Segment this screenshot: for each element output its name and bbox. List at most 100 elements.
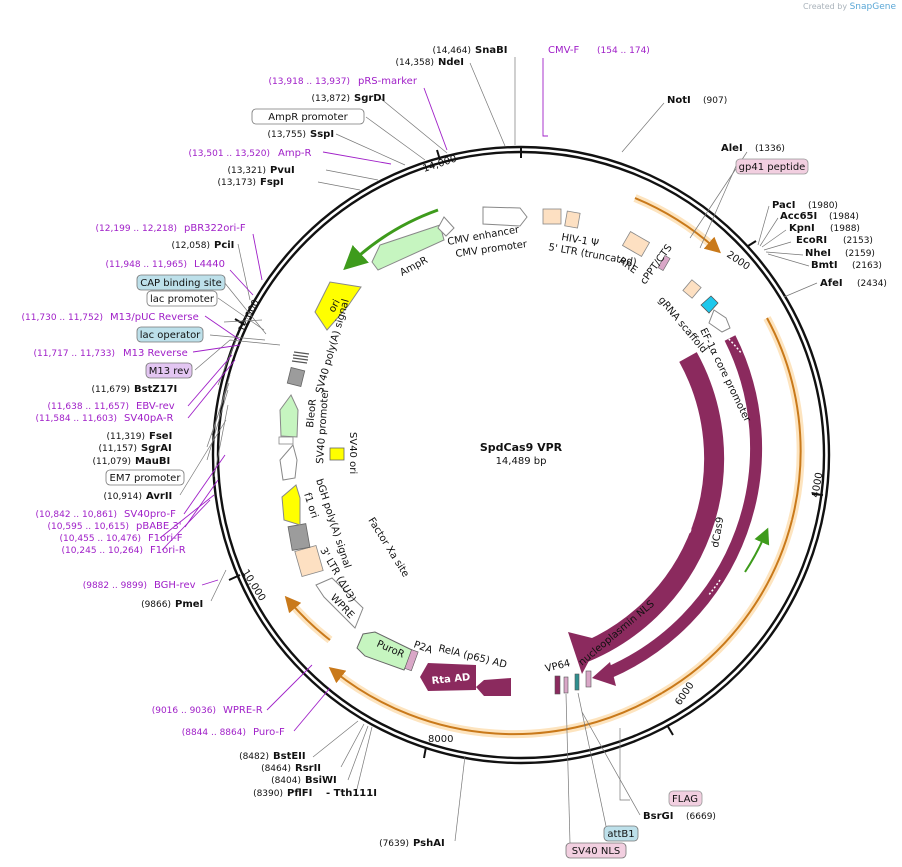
feat-ori: ori [327,298,343,315]
svg-text:(11,730 .. 11,752): (11,730 .. 11,752) [22,313,103,323]
box-cap-binding-site: CAP binding site [136,274,226,291]
site-bsteii: (8482) BstEII [239,751,306,762]
ampr-arrow [371,224,445,271]
primer-sv40pro-f: (10,842 .. 10,861) SV40pro-F [36,509,177,520]
svg-text:(2159): (2159) [845,249,875,259]
dcas9-dash-bottom [707,579,721,597]
green-arrow-ampr [343,208,439,271]
svg-text:(1984): (1984) [829,212,859,222]
vp64-box [554,675,561,695]
feat-f1ori: f1 ori [301,492,320,520]
box-lac-operator: lac operator [136,326,204,343]
svg-text:BstZ17I: BstZ17I [134,384,177,395]
feat-factor-xa: Factor Xa site [365,516,410,580]
site-alei: AleI (1336) [721,143,785,154]
svg-text:SgrDI: SgrDI [354,93,385,104]
primer-m13-puc-reverse: (11,730 .. 11,752) M13/pUC Reverse [22,312,199,323]
wpre-arrow [315,577,364,629]
svg-text:SV40 NLS: SV40 NLS [572,846,621,857]
svg-text:AmpR promoter: AmpR promoter [268,112,348,123]
svg-text:PshAI: PshAI [413,838,445,849]
svg-text:(11,679): (11,679) [91,385,130,395]
svg-text:SspI: SspI [310,129,334,140]
svg-text:pBR322ori-F: pBR322ori-F [184,223,246,234]
primer-amp-r: (13,501 .. 13,520) Amp-R [189,148,312,159]
box-gp41: gp41 peptide [699,158,809,249]
svg-text:FseI: FseI [149,431,172,442]
brand-prefix: Created by [803,2,848,11]
svg-text:NdeI: NdeI [438,57,464,68]
svg-text:(9882 .. 9899): (9882 .. 9899) [83,581,147,591]
rela-arrow [476,678,511,696]
svg-text:(8844 .. 8864): (8844 .. 8864) [182,728,246,738]
svg-text:gp41 peptide: gp41 peptide [739,162,806,173]
svg-text:(11,319): (11,319) [106,432,145,442]
sv40pa-box [286,367,306,387]
primer-l4440: (11,948 .. 11,965) L4440 [106,259,225,270]
svg-text:Amp-R: Amp-R [278,148,312,159]
svg-text:AleI: AleI [721,143,743,154]
site-kpni: KpnI (1988) [789,223,860,234]
svg-text:- Tth111I: - Tth111I [326,788,377,799]
svg-text:M13 rev: M13 rev [149,366,190,377]
site-pvui: (13,321) PvuI [227,165,294,176]
ef1a-arrow [708,309,731,333]
site-bstz17i: (11,679) BstZ17I [91,384,177,395]
em7-box [278,436,294,445]
site-ndei: (14,358) NdeI [395,57,464,68]
svg-text:(6669): (6669) [686,812,716,822]
site-sgrai: (11,157) SgrAI [98,443,171,454]
primer-puro-f: (8844 .. 8864) Puro-F [182,727,285,738]
svg-text:(10,455 .. 10,476): (10,455 .. 10,476) [60,534,141,544]
svg-text:SnaBI: SnaBI [475,45,507,56]
rta-ad-arrow [420,663,476,691]
svg-text:EBV-rev: EBV-rev [136,401,175,412]
site-sgrdi: (13,872) SgrDI [311,93,385,104]
primer-prs-marker: (13,918 .. 13,937) pRS-marker [269,76,418,87]
svg-text:BsrGI: BsrGI [643,811,673,822]
svg-text:BsiWI: BsiWI [305,775,337,786]
feat-grna: gRNA scaffold [656,295,709,356]
site-avrii: (10,914) AvrII [103,491,172,502]
primer-wpre-r: (9016 .. 9036) WPRE-R [152,705,263,716]
site-snabi: (14,464) SnaBI [432,45,507,56]
svg-text:FLAG: FLAG [672,794,698,805]
svg-text:(11,079): (11,079) [92,457,131,467]
ampr-promoter-box [437,216,455,237]
svg-text:lac promoter: lac promoter [150,294,215,305]
svg-text:EcoRI: EcoRI [796,235,827,246]
svg-text:(154 .. 174): (154 .. 174) [597,46,650,56]
primer-bgh-rev: (9882 .. 9899) BGH-rev [83,580,196,591]
svg-text:CMV-F: CMV-F [548,45,579,56]
primer-cmv-f: CMV-F (154 .. 174) [548,45,650,56]
svg-text:(11,584 .. 11,603): (11,584 .. 11,603) [36,414,117,424]
rre-box [621,231,651,257]
svg-text:(1988): (1988) [830,224,860,234]
tick-12000: 12,000 [237,298,262,334]
svg-text:AvrII: AvrII [146,491,172,502]
site-maubi: (11,079) MauBI [92,456,170,467]
svg-text:(11,717 .. 11,733): (11,717 .. 11,733) [34,349,115,359]
lac-region-stripes [291,351,310,364]
site-fspi: (13,173) FspI [217,177,283,188]
svg-text:SV40pA-R: SV40pA-R [124,413,173,424]
svg-text:attB1: attB1 [607,829,634,840]
brand-name: SnapGene [849,2,896,12]
sv40-ori-box [329,447,345,461]
box-lac-promoter: lac promoter [146,290,218,307]
svg-text:(11,948 .. 11,965): (11,948 .. 11,965) [106,260,187,270]
svg-text:MauBI: MauBI [135,456,170,467]
box-flag: FLAG [668,790,703,807]
site-nhei: NheI (2159) [805,248,875,259]
snapgene-brand: Created by SnapGene [803,2,896,12]
site-pmei: (9866) PmeI [141,599,203,610]
orange-arcs [284,194,805,739]
site-bsiwi: (8404) BsiWI [271,775,337,786]
svg-text:pBABE 3': pBABE 3' [136,521,182,532]
hiv-psi-box [542,208,562,225]
dcas9-dash-top [725,335,743,355]
svg-text:WPRE-R: WPRE-R [223,705,263,716]
svg-text:(1336): (1336) [755,144,785,154]
svg-text:(14,358): (14,358) [395,58,434,68]
site-paci: PacI (1980) [772,200,838,211]
